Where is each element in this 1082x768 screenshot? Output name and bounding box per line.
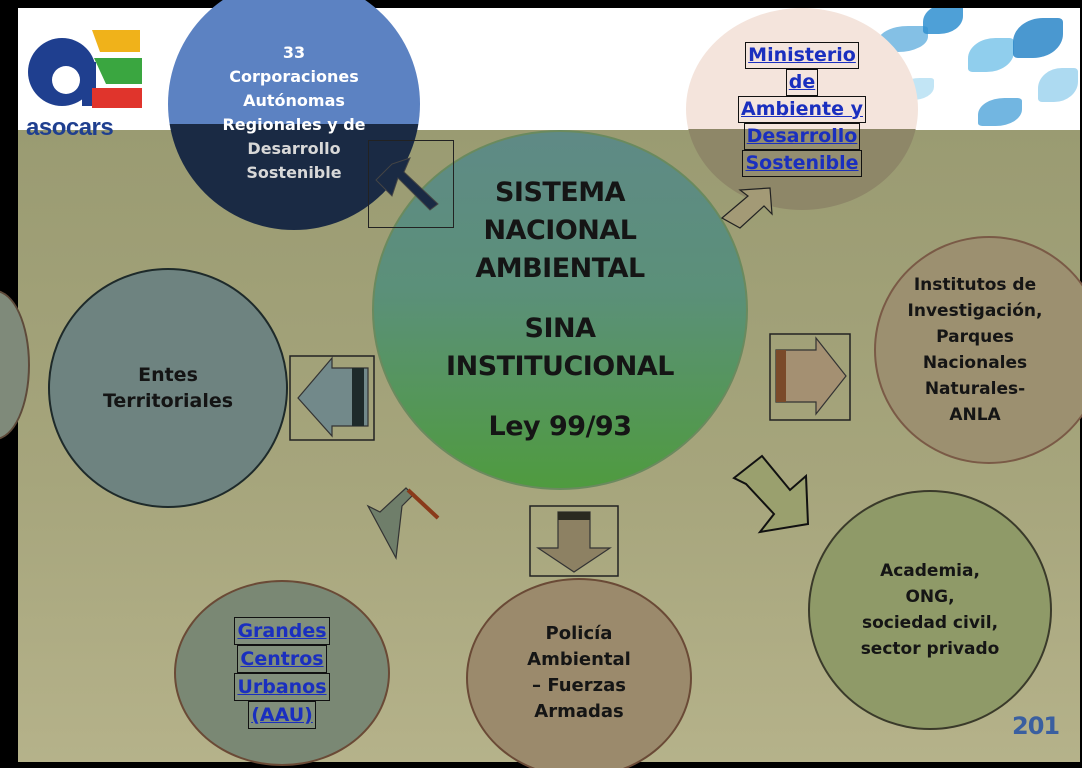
arrow-right-icon xyxy=(769,333,851,421)
academia-circle: Academia, ONG, sociedad civil, sector pr… xyxy=(808,490,1052,730)
entes-line: Entes xyxy=(138,364,198,386)
sina-center-circle: SISTEMA NACIONAL AMBIENTAL SINA INSTITUC… xyxy=(372,130,748,490)
corner-logo-text: 201 xyxy=(1012,712,1060,740)
arrow-down-right-icon xyxy=(732,454,810,534)
corporaciones-line: Sostenible xyxy=(246,163,342,182)
corner-year-logo: 201 xyxy=(1012,712,1078,762)
policia-line: Policía xyxy=(545,623,613,644)
grandes-link[interactable]: (AAU) xyxy=(248,701,316,729)
institutos-line: Institutos de xyxy=(913,275,1037,295)
center-line: INSTITUCIONAL xyxy=(446,351,674,382)
ministerio-circle: Ministerio de Ambiente y Desarrollo Sost… xyxy=(686,8,918,210)
arrow-left-icon xyxy=(289,355,375,441)
arrow-down-left-icon xyxy=(366,487,440,560)
corporaciones-line: Autónomas xyxy=(243,91,345,110)
corporaciones-line: 33 xyxy=(282,43,306,62)
center-line: SISTEMA xyxy=(494,177,626,208)
center-line: AMBIENTAL xyxy=(475,253,645,284)
corporaciones-line: Regionales y de xyxy=(222,115,366,134)
academia-line: ONG, xyxy=(905,587,955,607)
policia-line: Armadas xyxy=(534,701,624,722)
policia-line: Ambiental xyxy=(527,649,631,670)
center-line: Ley 99/93 xyxy=(488,411,632,442)
asocars-logo: asocars xyxy=(22,22,146,141)
ministerio-link[interactable]: Sostenible xyxy=(742,149,862,177)
policia-circle: Policía Ambiental – Fuerzas Armadas xyxy=(466,578,692,768)
academia-line: Academia, xyxy=(880,561,980,581)
academia-line: sociedad civil, xyxy=(861,613,999,633)
ministerio-link[interactable]: Desarrollo xyxy=(743,122,861,150)
academia-line: sector privado xyxy=(860,639,1000,659)
arrow-up-right-icon xyxy=(720,187,773,229)
arrow-frame xyxy=(368,140,454,228)
center-line: NACIONAL xyxy=(483,215,637,246)
entes-line: Territoriales xyxy=(102,390,234,412)
corporaciones-circle: 33 Corporaciones Autónomas Regionales y … xyxy=(168,0,420,230)
institutos-line: ANLA xyxy=(949,405,1001,425)
institutos-line: Parques xyxy=(936,327,1014,347)
arrow-up-left-icon xyxy=(375,157,439,211)
grandes-link[interactable]: Urbanos xyxy=(234,673,330,701)
institutos-line: Nacionales xyxy=(922,353,1028,373)
grandes-circle: Grandes Centros Urbanos (AAU) xyxy=(174,580,390,766)
corporaciones-line: Corporaciones xyxy=(229,67,359,86)
logo-mark-icon xyxy=(28,30,142,108)
institutos-line: Naturales- xyxy=(924,379,1026,399)
logo-text: asocars xyxy=(26,114,114,141)
policia-line: – Fuerzas xyxy=(532,675,626,696)
grandes-link[interactable]: Grandes xyxy=(234,617,330,645)
arrow-down-icon xyxy=(529,505,619,577)
ministerio-link[interactable]: Ministerio xyxy=(745,41,859,69)
corporaciones-line: Desarrollo xyxy=(247,139,341,158)
ministerio-link[interactable]: Ambiente y xyxy=(738,95,866,123)
ministerio-link[interactable]: de xyxy=(785,68,819,96)
center-line: SINA xyxy=(524,313,596,344)
entes-circle: Entes Territoriales xyxy=(48,268,288,508)
institutos-circle: Institutos de Investigación, Parques Nac… xyxy=(874,236,1082,464)
institutos-line: Investigación, xyxy=(907,301,1043,321)
grandes-link[interactable]: Centros xyxy=(237,645,327,673)
